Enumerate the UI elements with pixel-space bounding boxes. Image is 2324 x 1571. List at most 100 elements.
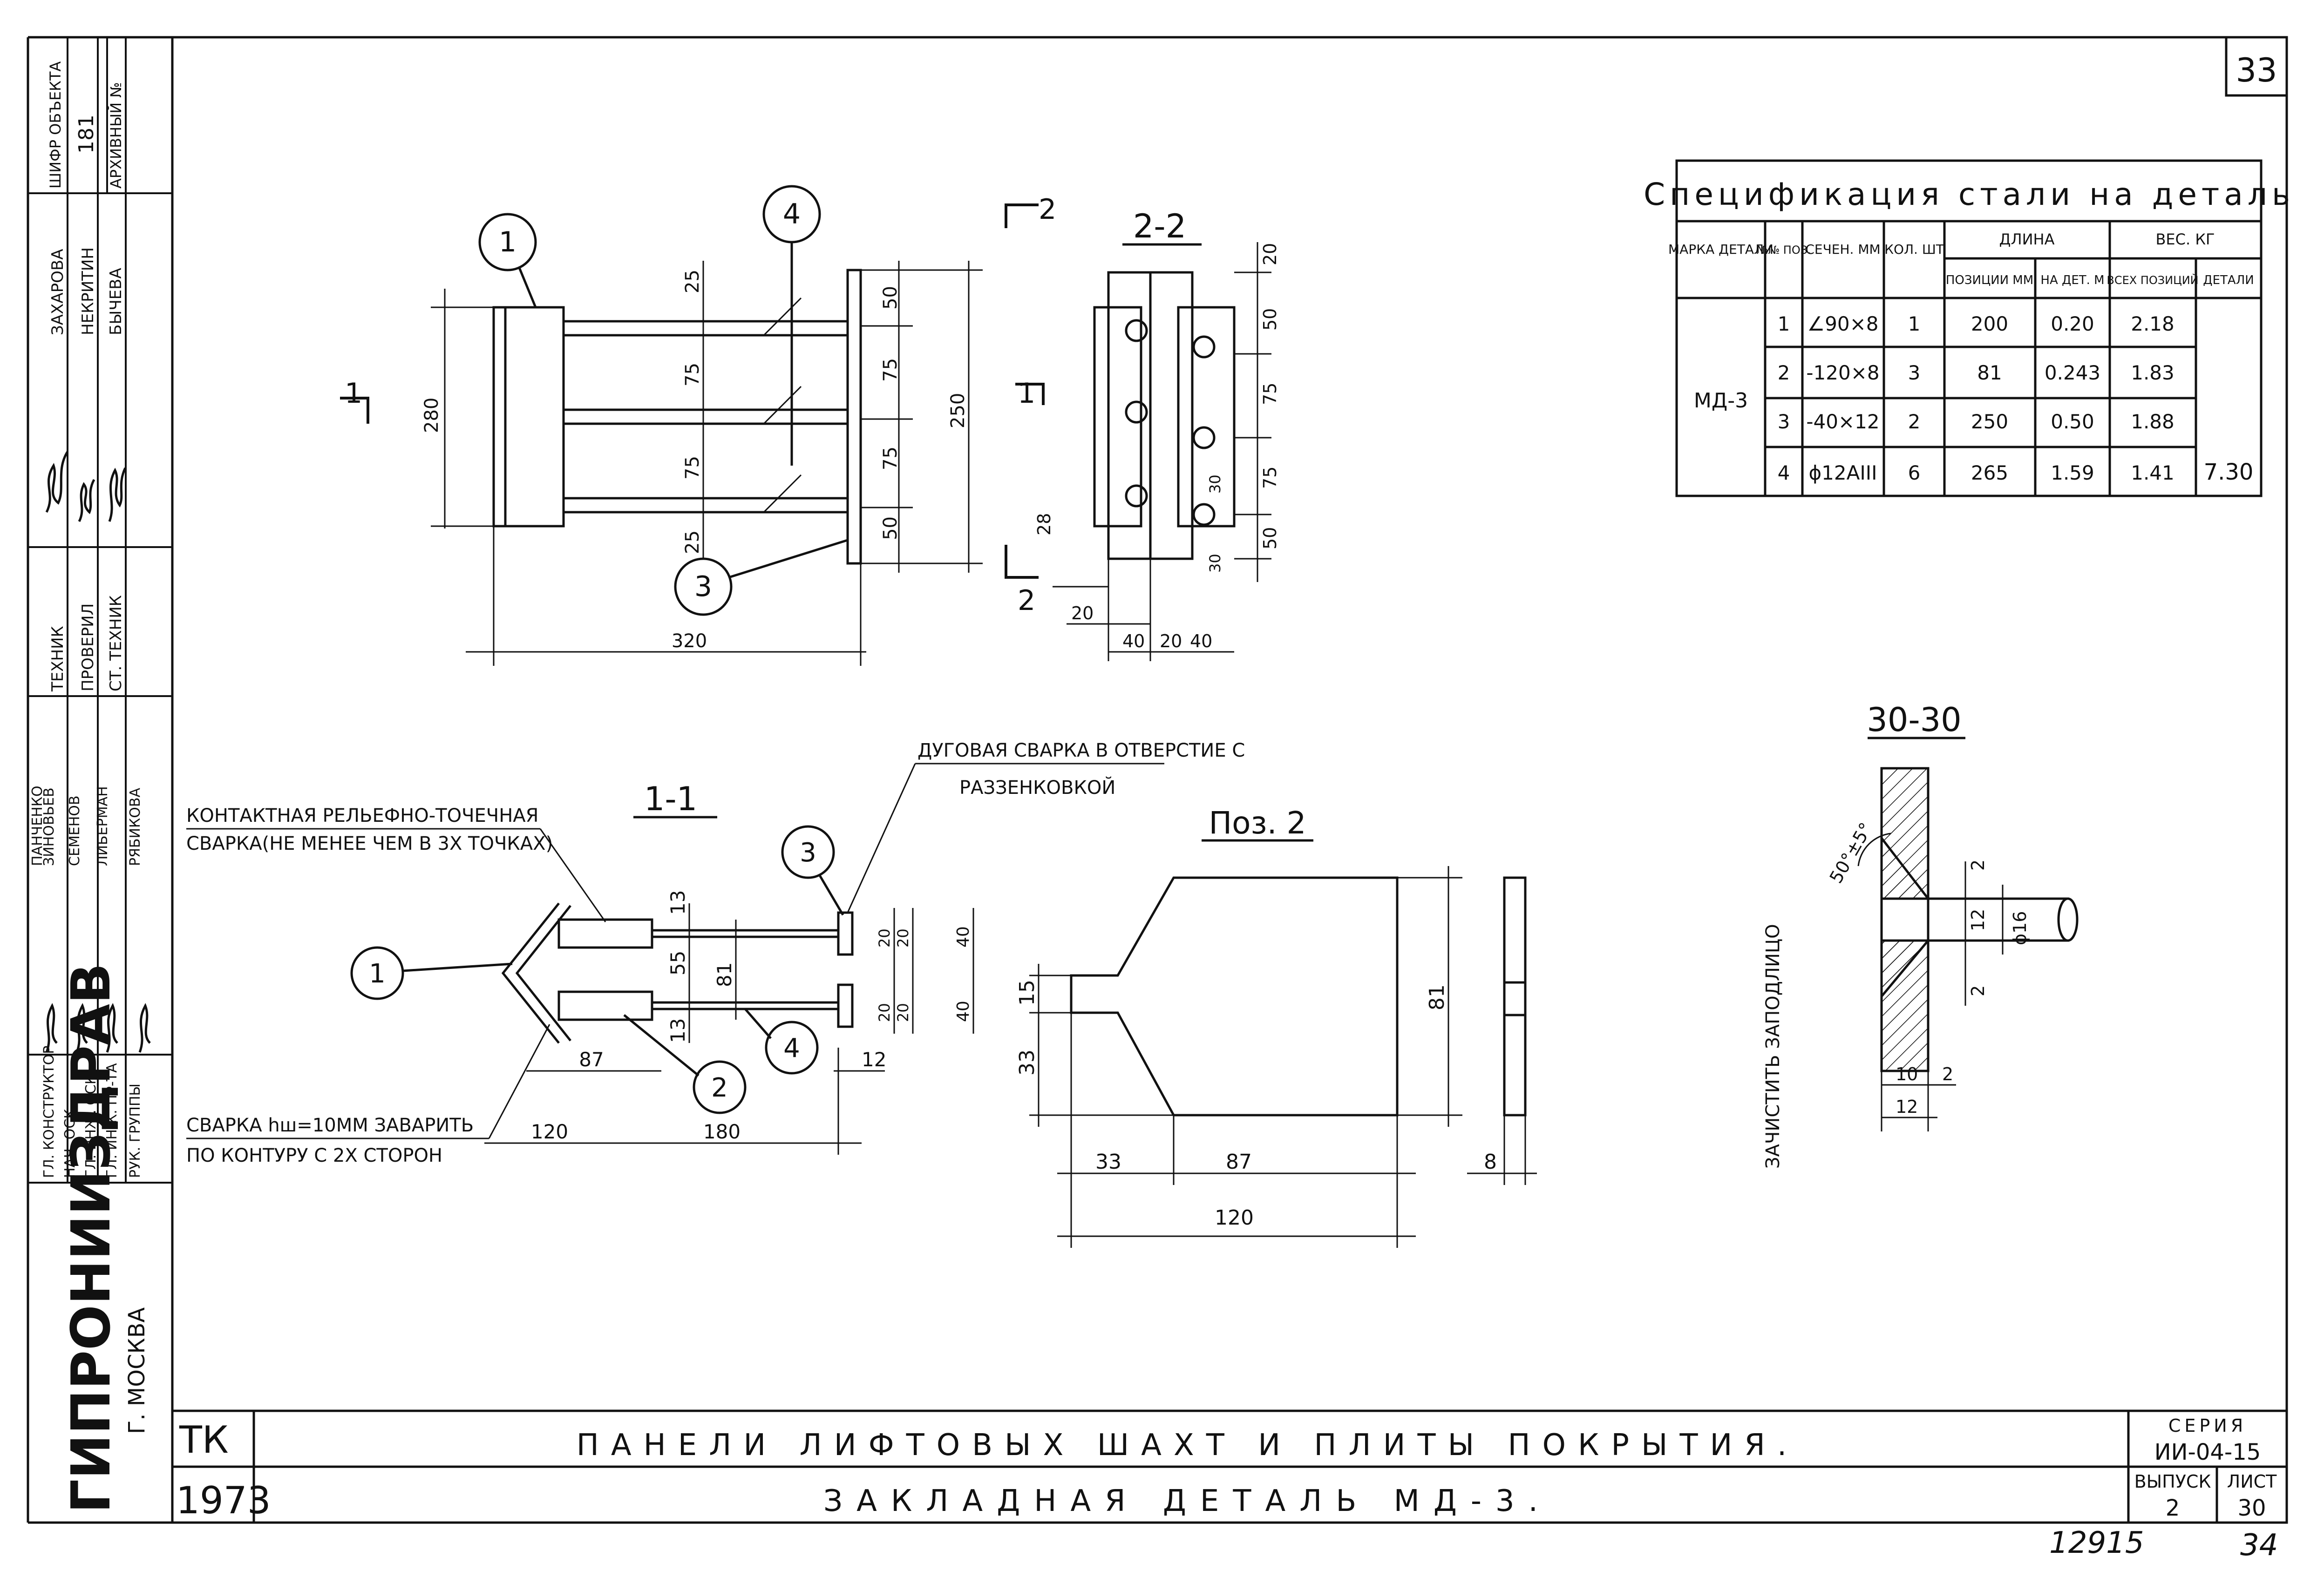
spec-header-section: СЕЧЕН. ММ [1805, 242, 1880, 257]
spec-cell: 1.41 [2131, 461, 2175, 484]
spec-cell: 3 [1908, 361, 1921, 384]
spec-weight-total: 7.30 [2204, 459, 2254, 485]
left-stamp-text: ТЕХНИК ПРОВЕРИЛ СТ. ТЕХНИК ГЛ. КОНСТРУКТ… [29, 61, 143, 1178]
stamp-role-ruk-gruppy: РУК. ГРУППЫ [127, 1083, 143, 1178]
section3030-note: ЗАЧИСТИТЬ ЗАПОДЛИЦО [1762, 924, 1784, 1169]
s3030-dim: ϕ16 [2010, 911, 2030, 945]
spec-cell: ∠90×8 [1807, 312, 1878, 335]
spec-header-length-det: НА ДЕТ. М [2040, 273, 2104, 287]
issue-label: ВЫПУСК [2134, 1471, 2211, 1492]
s22-dim: 40 [1122, 631, 1145, 651]
s3030-dim: 2 [1968, 860, 1988, 871]
s11-pos-1: 1 [369, 959, 386, 989]
s11-dim: 40 [954, 926, 973, 948]
spec-header-weight-det: ДЕТАЛИ [2203, 273, 2254, 287]
spec-cell: 0.50 [2051, 410, 2094, 433]
title-line-2: ЗАКЛАДНАЯ ДЕТАЛЬ МД-3. [823, 1484, 1552, 1518]
sheet-label: ЛИСТ [2227, 1471, 2277, 1492]
section11-title: 1-1 [644, 780, 697, 818]
note-contour-weld-1: СВАРКА hш=10ММ ЗАВАРИТЬ [186, 1115, 474, 1136]
s22-dim: 50 [1260, 527, 1280, 549]
stamp-name-panchenko: ПАНЧЕНКО [29, 786, 46, 866]
spec-cell: 1.59 [2051, 461, 2094, 484]
s11-dim: 13 [666, 1018, 689, 1043]
note-contour-weld-2: ПО КОНТУРУ С 2Х СТОРОН [186, 1145, 442, 1166]
cut-mark-1: 1 [345, 377, 362, 410]
spec-table-frame [1675, 159, 2263, 497]
s11-dim: 20 [876, 928, 893, 948]
spec-header-weight: ВЕС. КГ [2155, 230, 2215, 248]
inventory-number: 12915 [2049, 1526, 2144, 1560]
pos2-dim-text: 15 33 81 33 87 120 8 [1015, 980, 1497, 1230]
sheet-frame [27, 36, 2288, 1524]
plan-dimension-lines [431, 261, 983, 666]
plan-position-labels: 1 4 3 [499, 198, 801, 603]
plan-dim: 320 [672, 630, 707, 652]
spec-cell: -40×12 [1806, 410, 1879, 433]
s22-dim: 20 [1071, 603, 1094, 623]
s3030-dim: 2 [1942, 1064, 1953, 1084]
plan-view [492, 269, 862, 565]
stamp-role-gl-konstruktor: ГЛ. КОНСТРУКТОР [41, 1046, 57, 1178]
sheet-number-bottom: 34 [2240, 1528, 2278, 1563]
pos2-view [1070, 876, 1527, 1117]
s22-dim: 75 [1260, 467, 1280, 489]
stamp-role-gl-inzh-prta: ГЛ. ИНЖ. ПР-ТА [104, 1063, 120, 1178]
sheet-number-top: 33 [2236, 51, 2277, 89]
stamp-name-zakharova: ЗАХАРОВА [48, 249, 67, 335]
spec-cell: 2 [1778, 361, 1790, 384]
note-contact-weld-2: СВАРКА(НЕ МЕНЕЕ ЧЕМ В 3Х ТОЧКАХ) [186, 833, 553, 854]
plan-pos-3: 3 [694, 570, 712, 603]
plan-pos-4: 4 [783, 198, 801, 230]
plan-dim: 75 [880, 358, 901, 382]
left-stamp [28, 37, 173, 1184]
section11-dimension-lines [484, 903, 974, 1155]
section3030-dimension-lines [1857, 833, 2004, 1131]
stamp-archive-label: АРХИВНЫЙ № [107, 82, 125, 189]
plan-dim: 280 [421, 398, 442, 433]
signatures [45, 451, 151, 1053]
s3030-dim: 2 [1968, 985, 1988, 996]
section11-position-labels: 1 2 3 4 [369, 838, 816, 1103]
s3030-dim: 50°±5° [1826, 819, 1876, 887]
s22-dim: 50 [1260, 308, 1280, 331]
stamp-name-liberman: ЛИБЕРМАН [95, 786, 111, 866]
spec-table-title: Спецификация стали на деталь [1644, 176, 2295, 212]
section11-position-bubbles [350, 825, 844, 1114]
s3030-dim: 10 [1896, 1064, 1918, 1084]
stamp-name-nekritin: НЕКРИТИН [79, 247, 97, 335]
note-arc-weld-1: ДУГОВАЯ СВАРКА В ОТВЕРСТИЕ С [917, 740, 1245, 761]
section22-dimension-lines [1053, 242, 1271, 661]
pos2-dim: 15 [1015, 980, 1039, 1006]
series-label: СЕРИЯ [2168, 1415, 2247, 1436]
spec-cell: 265 [1971, 461, 2008, 484]
spec-cell: 81 [1977, 361, 2002, 384]
s11-dim: 40 [954, 1001, 973, 1022]
spec-cell: 1 [1778, 312, 1790, 335]
section3030-title: 30-30 [1867, 701, 1961, 739]
stamp-name-bycheva: БЫЧЕВА [107, 268, 125, 335]
note-contact-weld-1: КОНТАКТНАЯ РЕЛЬЕФНО-ТОЧЕЧНАЯ [186, 805, 538, 826]
pos2-dimension-lines [1029, 866, 1537, 1248]
plan-dim: 75 [682, 363, 703, 386]
s11-dim: 55 [666, 951, 689, 975]
plan-dim-text: 25 75 75 25 280 320 50 75 75 50 250 [421, 270, 969, 652]
plan-pos-1: 1 [499, 226, 516, 258]
spec-cell: 6 [1908, 461, 1921, 484]
note-arc-weld-2: РАЗЗЕНКОВКОЙ [959, 776, 1115, 799]
spec-header-length-pos: ПОЗИЦИИ ММ [1946, 273, 2033, 287]
section22-view [1093, 271, 1236, 560]
s22-dim: 30 [1206, 474, 1224, 494]
title-block-frame [172, 1409, 2287, 1523]
spec-cell: 200 [1971, 312, 2008, 335]
spec-cell: 4 [1778, 461, 1790, 484]
s11-dim: 12 [862, 1048, 886, 1071]
pos2-dim: 8 [1484, 1150, 1497, 1174]
cut-mark-2b: 2 [1018, 584, 1035, 617]
stamp-role-st-technik: СТ. ТЕХНИК [107, 595, 125, 691]
s11-pos-4: 4 [783, 1033, 800, 1063]
title-line-1: ПАНЕЛИ ЛИФТОВЫХ ШАХТ И ПЛИТЫ ПОКРЫТИЯ. [577, 1428, 1799, 1463]
spec-mark: МД-3 [1694, 389, 1748, 413]
section22-title: 2-2 [1133, 207, 1186, 245]
section11-view [501, 902, 854, 1044]
